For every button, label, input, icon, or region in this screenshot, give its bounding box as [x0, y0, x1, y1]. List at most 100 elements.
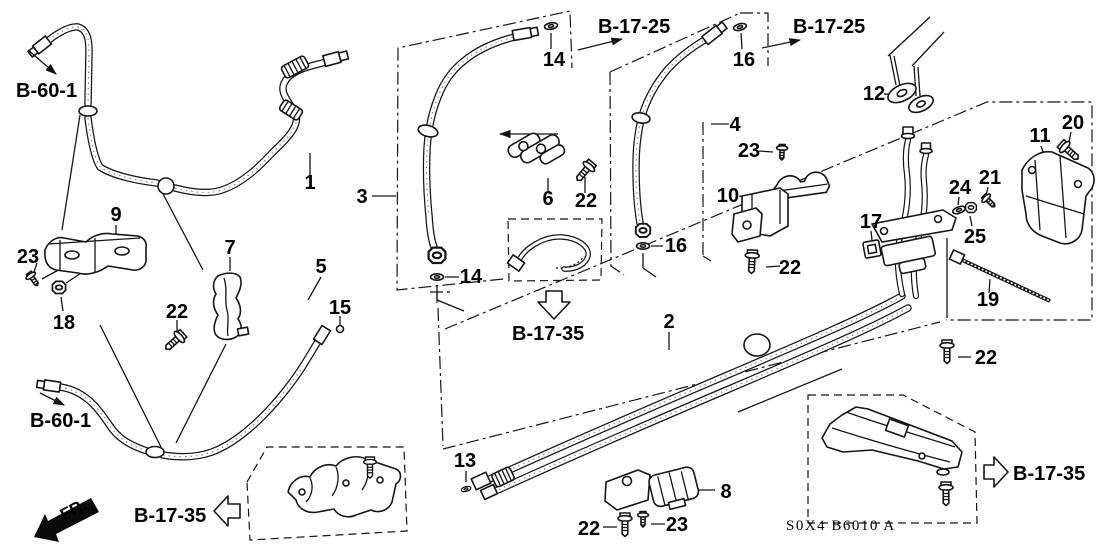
clip-in-box	[506, 234, 591, 272]
pipe3-top-fitting	[511, 26, 540, 42]
callout-16-top: 16	[733, 49, 755, 71]
hose1-end-fitting	[27, 35, 53, 58]
clip-nut-17	[862, 239, 882, 259]
riser-fitting-b	[919, 142, 933, 155]
bracket-10	[731, 171, 831, 243]
b1725-left-arrow	[577, 37, 624, 51]
callout-22-holder7: 22	[166, 301, 188, 323]
screw-23-bracket9	[23, 268, 43, 290]
callout-24: 24	[949, 177, 972, 199]
bolt-22-holder7	[160, 327, 189, 356]
callout-14-top: 14	[543, 49, 566, 71]
pipe2-end-fitting-a	[470, 471, 492, 491]
nut-18	[51, 280, 67, 295]
hose1-corrugation-2	[278, 99, 304, 121]
joint-block	[880, 235, 936, 275]
fr-direction-arrow	[34, 498, 99, 542]
callout-23-bracket10: 23	[738, 140, 760, 162]
bracket-11	[1021, 150, 1095, 245]
callout-3: 3	[356, 186, 367, 208]
ring-15	[335, 324, 345, 334]
hose-5	[35, 324, 345, 461]
box-part4-left	[609, 71, 625, 276]
callout-1: 1	[304, 172, 315, 194]
pipe4-top-fitting	[701, 21, 728, 46]
joint-plate	[871, 209, 957, 243]
washer-14-top	[543, 20, 559, 32]
b1725-right-arrow	[761, 38, 802, 49]
cable-tie-19	[948, 249, 1051, 303]
callout-4: 4	[729, 114, 741, 136]
washer-24	[950, 203, 968, 217]
b1735-bottom-left-arrow	[213, 495, 241, 527]
callout-7: 7	[224, 237, 235, 259]
callout-12: 12	[863, 83, 885, 105]
pipe-4	[631, 21, 748, 250]
clamp-6	[507, 132, 566, 165]
hose1-union-fitting	[322, 50, 350, 68]
screw-23-bracket10	[775, 143, 789, 161]
pipe3-clamp-ring	[417, 124, 439, 138]
washer-13	[460, 484, 472, 494]
pipe3-flare-nut	[427, 246, 447, 265]
ref-b60-top: B-60-1	[16, 80, 77, 102]
callout-21: 21	[979, 167, 1001, 189]
callout-22-right: 22	[975, 347, 997, 369]
callout-10: 10	[717, 185, 739, 207]
ref-b1735-bottom-right: B-17-35	[1013, 463, 1085, 485]
bracket-bottom-right-box	[821, 406, 963, 507]
pipe-assembly-2	[460, 54, 957, 501]
bolt-22-right	[939, 339, 955, 365]
ref-b1735-bottom-left: B-17-35	[134, 505, 206, 527]
box-part4-corner	[740, 12, 769, 66]
callout-17: 17	[860, 211, 882, 233]
washer-16-bottom	[635, 242, 651, 250]
callout-25: 25	[964, 226, 986, 248]
ref-b1725-right: B-17-25	[793, 16, 865, 38]
hose1-clamp-ring	[157, 177, 175, 195]
holder-7	[212, 272, 250, 341]
callout-11: 11	[1029, 125, 1050, 147]
hose-1	[27, 23, 350, 197]
ref-b1735-center: B-17-35	[512, 323, 584, 345]
pipe2-corrugation	[491, 466, 515, 488]
pipe2-end-fitting-b	[479, 483, 499, 501]
b60-bottom-arrow	[39, 392, 66, 406]
screw-23-connector8	[636, 510, 650, 528]
grommet-12	[887, 82, 934, 114]
hose1-corrugation	[280, 55, 310, 79]
screw-21	[979, 191, 1000, 212]
bracket-bottom-left-box	[287, 456, 402, 518]
callout-8: 8	[720, 481, 731, 503]
callout-14-bottom: 14	[460, 266, 483, 288]
hose5-end-fitting	[35, 379, 62, 393]
callout-23-bracket9: 23	[17, 246, 39, 268]
ref-b60-bottom: B-60-1	[30, 410, 91, 432]
callout-23-connector8: 23	[666, 514, 688, 536]
box-bottom-left	[246, 446, 408, 541]
ref-b1725-left: B-17-25	[598, 16, 670, 38]
callout-22-connector8: 22	[578, 518, 600, 540]
callout-18: 18	[53, 312, 75, 334]
box-main-bottom	[442, 321, 941, 450]
bolt-22-connector8	[617, 512, 633, 538]
b1735-center-arrow	[537, 290, 571, 320]
box-part4-tick	[702, 255, 712, 262]
box-part3	[396, 10, 573, 291]
pipe-3	[417, 20, 559, 282]
callout-20: 20	[1062, 112, 1084, 134]
callout-6: 6	[542, 188, 553, 210]
connector-8	[604, 466, 700, 511]
hose5-top-fitting	[312, 324, 332, 346]
callout-22-clamp6: 22	[575, 190, 597, 212]
hose5-clamp-ring	[145, 445, 165, 459]
reference-labels: B-60-1 B-60-1 B-17-25 B-17-25 B-17-35 B-…	[16, 16, 1085, 542]
bolt-22-bracket10	[743, 248, 761, 275]
part-code: S0X4 B6010 A	[786, 518, 896, 534]
bracket-9	[44, 232, 147, 275]
callout-5: 5	[315, 256, 326, 278]
box-main-corner	[430, 290, 450, 447]
callout-22-bracket10: 22	[779, 257, 801, 279]
